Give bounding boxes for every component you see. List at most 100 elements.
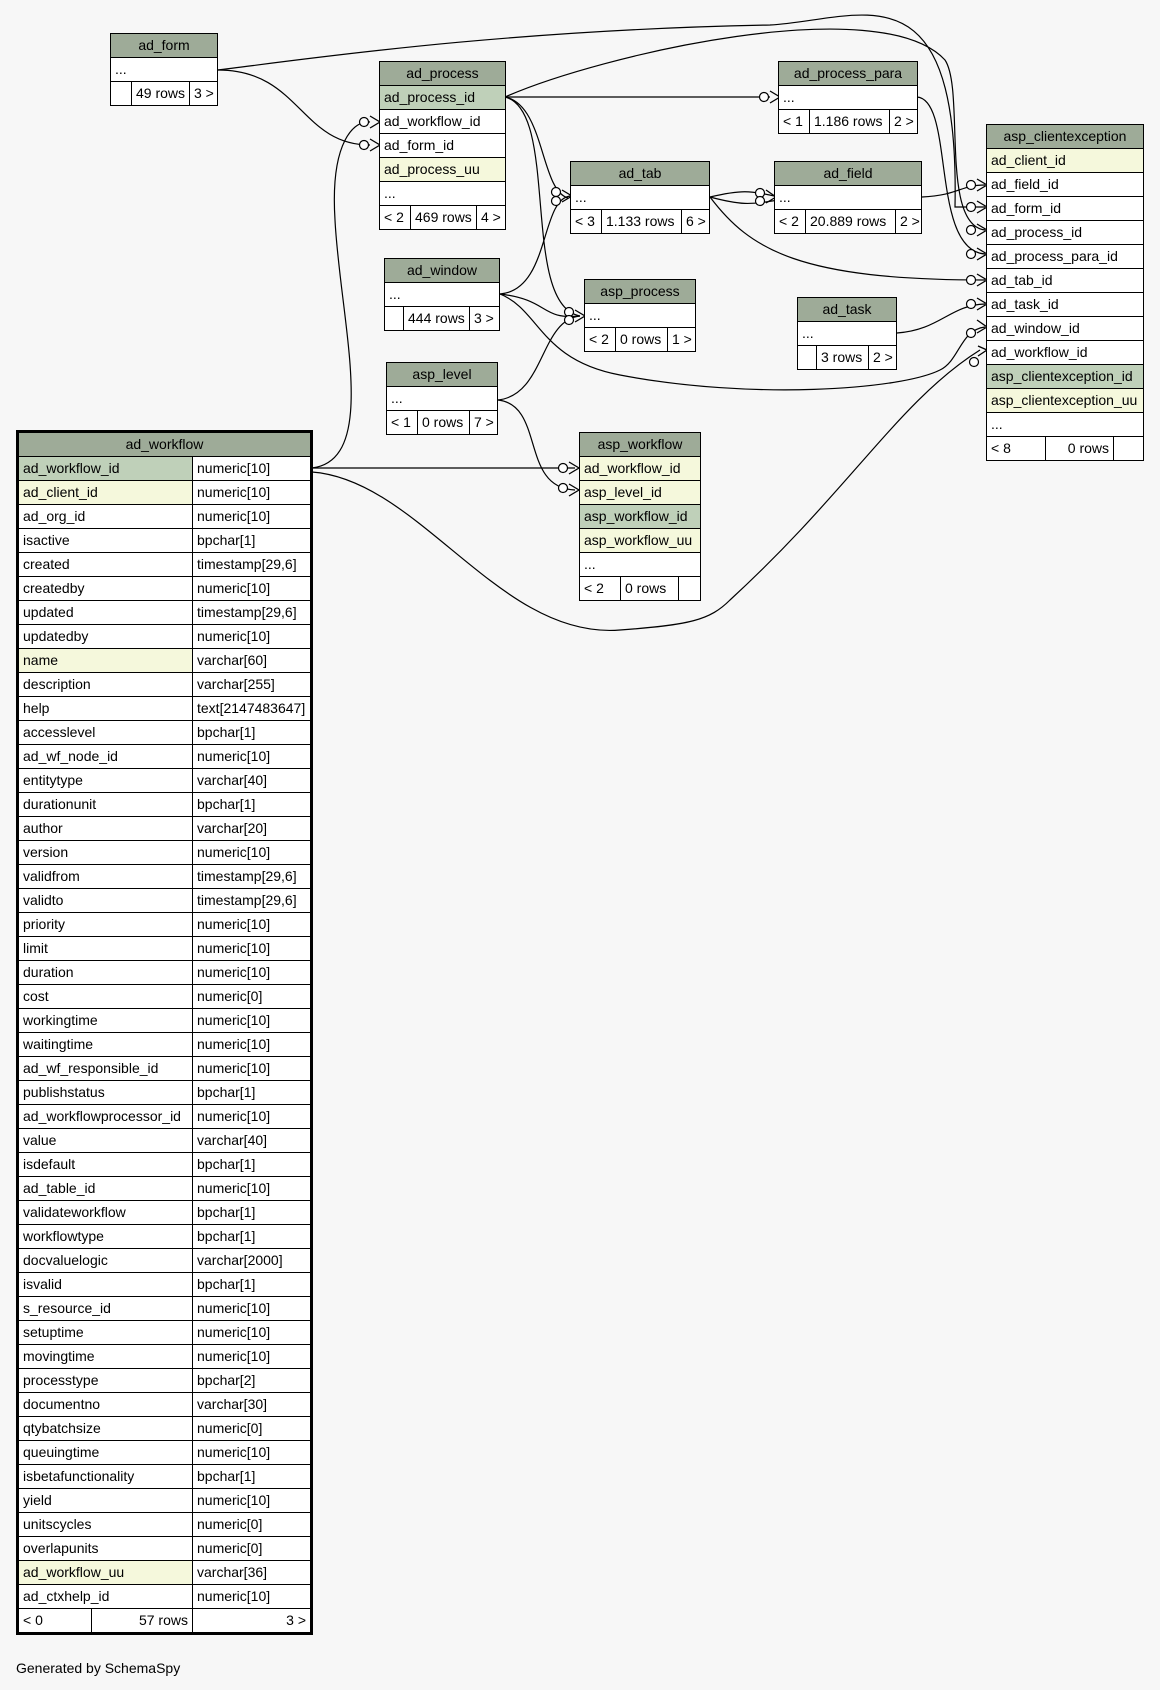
column-type: bpchar[1] xyxy=(192,1465,310,1488)
column-name: workingtime xyxy=(23,1012,98,1028)
column-type: numeric[10] xyxy=(192,913,310,936)
edge-adprocess-aspprocess xyxy=(504,96,581,317)
row-count: 0 rows xyxy=(1045,437,1113,460)
table-ad-process[interactable]: ad_process ad_process_id ad_workflow_id … xyxy=(379,61,506,230)
table-ad-window[interactable]: ad_window ... 444 rows 3 > xyxy=(384,258,500,331)
column-row: ad_ctxhelp_id numeric[10] xyxy=(19,1585,310,1608)
column-name: version xyxy=(23,844,69,860)
column-name: validto xyxy=(23,892,64,908)
table-ad-tab[interactable]: ad_tab ... < 3 1.133 rows 6 > xyxy=(570,161,710,234)
children-count: 2 > xyxy=(889,110,917,133)
children-count: 7 > xyxy=(469,411,497,434)
column-asp-level-id: asp_level_id xyxy=(584,484,662,500)
edge-adtab-adfield-2 xyxy=(709,196,779,205)
parents-count: < 8 xyxy=(991,440,1011,456)
table-ad-task[interactable]: ad_task ... 3 rows 2 > xyxy=(797,297,897,370)
column-ad-process-uu: ad_process_uu xyxy=(384,161,480,177)
column-name: qtybatchsize xyxy=(23,1420,101,1436)
table-asp-level[interactable]: asp_level ... < 1 0 rows 7 > xyxy=(386,362,498,435)
column-ellipsis: ... xyxy=(783,89,795,105)
table-asp-workflow[interactable]: asp_workflow ad_workflow_id asp_level_id… xyxy=(579,432,701,601)
edge-adwindow-adtab xyxy=(499,195,571,295)
column-ad-client-id: ad_client_id xyxy=(991,152,1066,168)
column-asp-clientexception-uu: asp_clientexception_uu xyxy=(991,392,1138,408)
optional-marker xyxy=(758,91,770,103)
optional-marker xyxy=(358,139,370,151)
table-header: ad_process_para xyxy=(779,62,917,86)
column-type: varchar[60] xyxy=(192,649,310,672)
table-header: ad_process xyxy=(380,62,505,86)
column-name: isdefault xyxy=(23,1156,76,1172)
column-ad-workflow-id: ad_workflow_id xyxy=(584,460,681,476)
column-name: value xyxy=(23,1132,57,1148)
children-count: 3 > xyxy=(192,1609,310,1632)
column-type: numeric[10] xyxy=(192,505,310,528)
column-ad-tab-id: ad_tab_id xyxy=(991,272,1053,288)
edge-adprocess-clientexception xyxy=(504,28,986,231)
column-name: s_resource_id xyxy=(23,1300,111,1316)
column-ellipsis: ... xyxy=(115,61,127,77)
column-name: docvaluelogic xyxy=(23,1252,108,1268)
table-asp-process[interactable]: asp_process ... < 2 0 rows 1 > xyxy=(584,279,696,352)
column-type: numeric[10] xyxy=(192,1321,310,1344)
column-type: timestamp[29,6] xyxy=(192,865,310,888)
parents-count: < 2 xyxy=(384,209,404,225)
row-count: 444 rows xyxy=(403,307,469,330)
table-ad-form[interactable]: ad_form ... 49 rows 3 > xyxy=(110,33,218,106)
generator-credit: Generated by SchemaSpy xyxy=(16,1660,181,1676)
parents-count: < 2 xyxy=(589,331,609,347)
edge-adwindow-clientexception xyxy=(499,293,986,391)
column-ad-process-id: ad_process_id xyxy=(384,89,476,105)
column-ellipsis: ... xyxy=(389,286,401,302)
column-name: isbetafunctionality xyxy=(23,1468,135,1484)
column-name: yield xyxy=(23,1492,52,1508)
optional-marker xyxy=(965,274,977,286)
parents-count: < 0 xyxy=(23,1612,43,1628)
row-count: 57 rows xyxy=(91,1609,192,1632)
column-type: numeric[0] xyxy=(192,1513,310,1536)
table-asp-clientexception[interactable]: asp_clientexception ad_client_id ad_fiel… xyxy=(986,124,1144,461)
column-name: ad_workflow_uu xyxy=(23,1564,125,1580)
column-name: ad_client_id xyxy=(23,484,98,500)
children-count: 4 > xyxy=(476,206,505,229)
column-name: ad_wf_responsible_id xyxy=(23,1060,159,1076)
optional-marker xyxy=(965,298,977,310)
children-count: 2 > xyxy=(868,346,896,369)
column-type: varchar[40] xyxy=(192,769,310,792)
column-name: validateworkflow xyxy=(23,1204,126,1220)
column-name: ad_ctxhelp_id xyxy=(23,1588,110,1604)
table-header: ad_tab xyxy=(571,162,709,186)
parents-count: < 1 xyxy=(391,414,411,430)
column-type: timestamp[29,6] xyxy=(192,601,310,624)
column-ellipsis: ... xyxy=(584,556,596,572)
column-type: bpchar[1] xyxy=(192,793,310,816)
column-name: publishstatus xyxy=(23,1084,105,1100)
row-count: 469 rows xyxy=(410,206,476,229)
column-name: updatedby xyxy=(23,628,89,644)
column-ad-process-id: ad_process_id xyxy=(991,224,1083,240)
column-type: numeric[10] xyxy=(192,1585,310,1608)
edge-adform-clientexception xyxy=(217,14,985,208)
table-ad-field[interactable]: ad_field ... < 2 20.889 rows 2 > xyxy=(774,161,922,234)
table-ad-process-para[interactable]: ad_process_para ... < 1 1.186 rows 2 > xyxy=(778,61,918,134)
table-header: ad_window xyxy=(385,259,499,283)
column-name: movingtime xyxy=(23,1348,95,1364)
column-type: numeric[10] xyxy=(192,1009,310,1032)
column-type: varchar[40] xyxy=(192,1129,310,1152)
